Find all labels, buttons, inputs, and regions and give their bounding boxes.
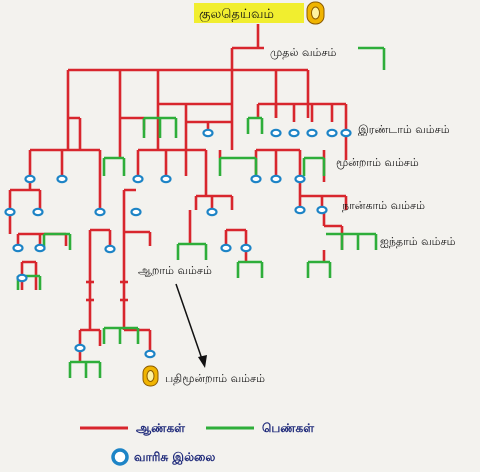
no-heir-marker (104, 244, 116, 254)
no-heir-marker (340, 128, 352, 138)
male-line (66, 70, 310, 118)
no-heir-marker (160, 174, 172, 184)
generation-label-3: மூன்றாம் வம்சம் (336, 156, 419, 169)
legend-no-heir-label: வாரிசு இல்லை (134, 450, 215, 465)
female-line (176, 242, 208, 260)
no-heir-marker (250, 174, 262, 184)
male-line (16, 232, 68, 246)
generation-label-13: பதிமூன்றாம் வம்சம் (165, 372, 265, 385)
male-line (8, 188, 42, 210)
male-line (122, 210, 152, 246)
female-line (236, 260, 264, 278)
title-label: குலதெய்வம் (199, 7, 274, 22)
no-heir-marker (74, 343, 86, 353)
deity-icon (306, 1, 325, 25)
male-line (184, 104, 234, 150)
male-line (66, 116, 82, 150)
female-line (246, 116, 264, 134)
male-line (256, 102, 348, 122)
no-heir-marker (306, 128, 318, 138)
no-heir-marker (270, 174, 282, 184)
no-heir-marker (316, 205, 328, 215)
generation-label-4: நான்காம் வம்சம் (342, 199, 425, 212)
male-line (298, 182, 348, 210)
no-heir-marker (144, 349, 156, 359)
female-line (306, 260, 332, 278)
no-heir-marker (240, 243, 252, 253)
female-line (102, 156, 126, 176)
deity-icon-bottom (142, 365, 159, 387)
legend-no-heir-icon (111, 448, 129, 466)
no-heir-marker (326, 128, 338, 138)
male-line (122, 188, 136, 210)
no-heir-marker (132, 174, 144, 184)
male-lineage-lines (8, 24, 348, 362)
no-heir-marker (32, 207, 44, 217)
title-highlight (194, 3, 304, 23)
female-line (102, 326, 140, 344)
no-heir-marker (288, 128, 300, 138)
no-heir-marker (206, 207, 218, 217)
male-line (224, 228, 248, 244)
no-heir-marker (270, 128, 282, 138)
male-line (332, 102, 348, 160)
no-heir-marker (34, 243, 46, 253)
no-heir-marker (202, 128, 214, 138)
female-line (358, 46, 386, 70)
male-line (136, 148, 208, 176)
generation-label-1: முதல் வம்சம் (270, 46, 336, 59)
no-heir-markers (4, 128, 352, 359)
generation-label-2: இரண்டாம் வம்சம் (358, 123, 450, 136)
no-heir-marker (220, 243, 232, 253)
female-line (218, 156, 258, 176)
male-line (156, 102, 232, 150)
no-heir-marker (294, 205, 306, 215)
female-line (302, 156, 326, 176)
male-line (118, 116, 144, 150)
legend-female-label: பெண்கள் (262, 421, 314, 435)
female-line (326, 232, 378, 250)
no-heir-marker (130, 207, 142, 217)
male-line (194, 176, 234, 210)
female-line (68, 360, 102, 378)
no-heir-marker (56, 174, 68, 184)
male-line (78, 328, 102, 346)
female-lineage-lines (16, 46, 386, 378)
no-heir-marker (294, 174, 306, 184)
generation-label-6: ஆறாம் வம்சம் (138, 264, 212, 277)
no-heir-marker (24, 174, 36, 184)
descent-arrow (175, 283, 207, 368)
male-line (88, 228, 112, 262)
no-heir-marker (4, 207, 16, 217)
legend: ஆண்கள் பெண்கள் வாரிசு இல்லை (80, 421, 314, 466)
male-line (254, 148, 302, 176)
male-line (230, 46, 264, 70)
male-line (28, 148, 102, 176)
legend-male-label: ஆண்கள் (136, 421, 185, 436)
no-heir-marker (16, 273, 28, 283)
no-heir-marker (94, 207, 106, 217)
male-line (322, 210, 344, 250)
no-heir-marker (12, 243, 24, 253)
female-line (142, 116, 178, 138)
generation-label-5: ஐந்தாம் வம்சம் (380, 235, 456, 248)
